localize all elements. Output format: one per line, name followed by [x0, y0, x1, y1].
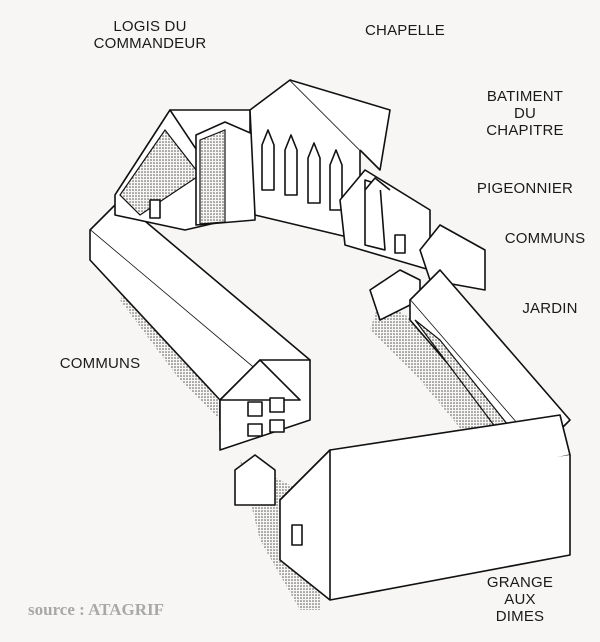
label-batiment-du-chapitre: BATIMENT DU CHAPITRE: [470, 88, 580, 139]
label-logis-du-commandeur: LOGIS DU COMMANDEUR: [75, 18, 225, 52]
label-line: AUX: [504, 591, 536, 608]
label-pigeonnier: PIGEONNIER: [476, 180, 574, 197]
label-line: GRANGE: [486, 574, 554, 591]
communs-left-building: [89, 199, 311, 451]
label-jardin: JARDIN: [522, 300, 578, 317]
chapelle-building: [249, 79, 391, 241]
label-line: DU: [513, 105, 537, 122]
tower: [195, 121, 256, 226]
grange-building: [234, 414, 571, 601]
source-credit: source : ATAGRIF: [28, 600, 164, 619]
label-line: DIMES: [495, 608, 545, 625]
label-chapelle: CHAPELLE: [365, 22, 445, 39]
label-line: LOGIS DU: [113, 18, 187, 35]
label-communs-right: COMMUNS: [504, 230, 586, 247]
label-line: COMMANDEUR: [93, 35, 207, 52]
label-line: CHAPITRE: [486, 122, 564, 139]
label-grange-aux-dimes: GRANGE AUX DIMES: [470, 574, 570, 625]
batiment-chapitre: [339, 169, 431, 271]
label-communs-left: COMMUNS: [59, 355, 141, 372]
label-line: BATIMENT: [486, 88, 564, 105]
ground-shadow-right: [370, 300, 510, 440]
